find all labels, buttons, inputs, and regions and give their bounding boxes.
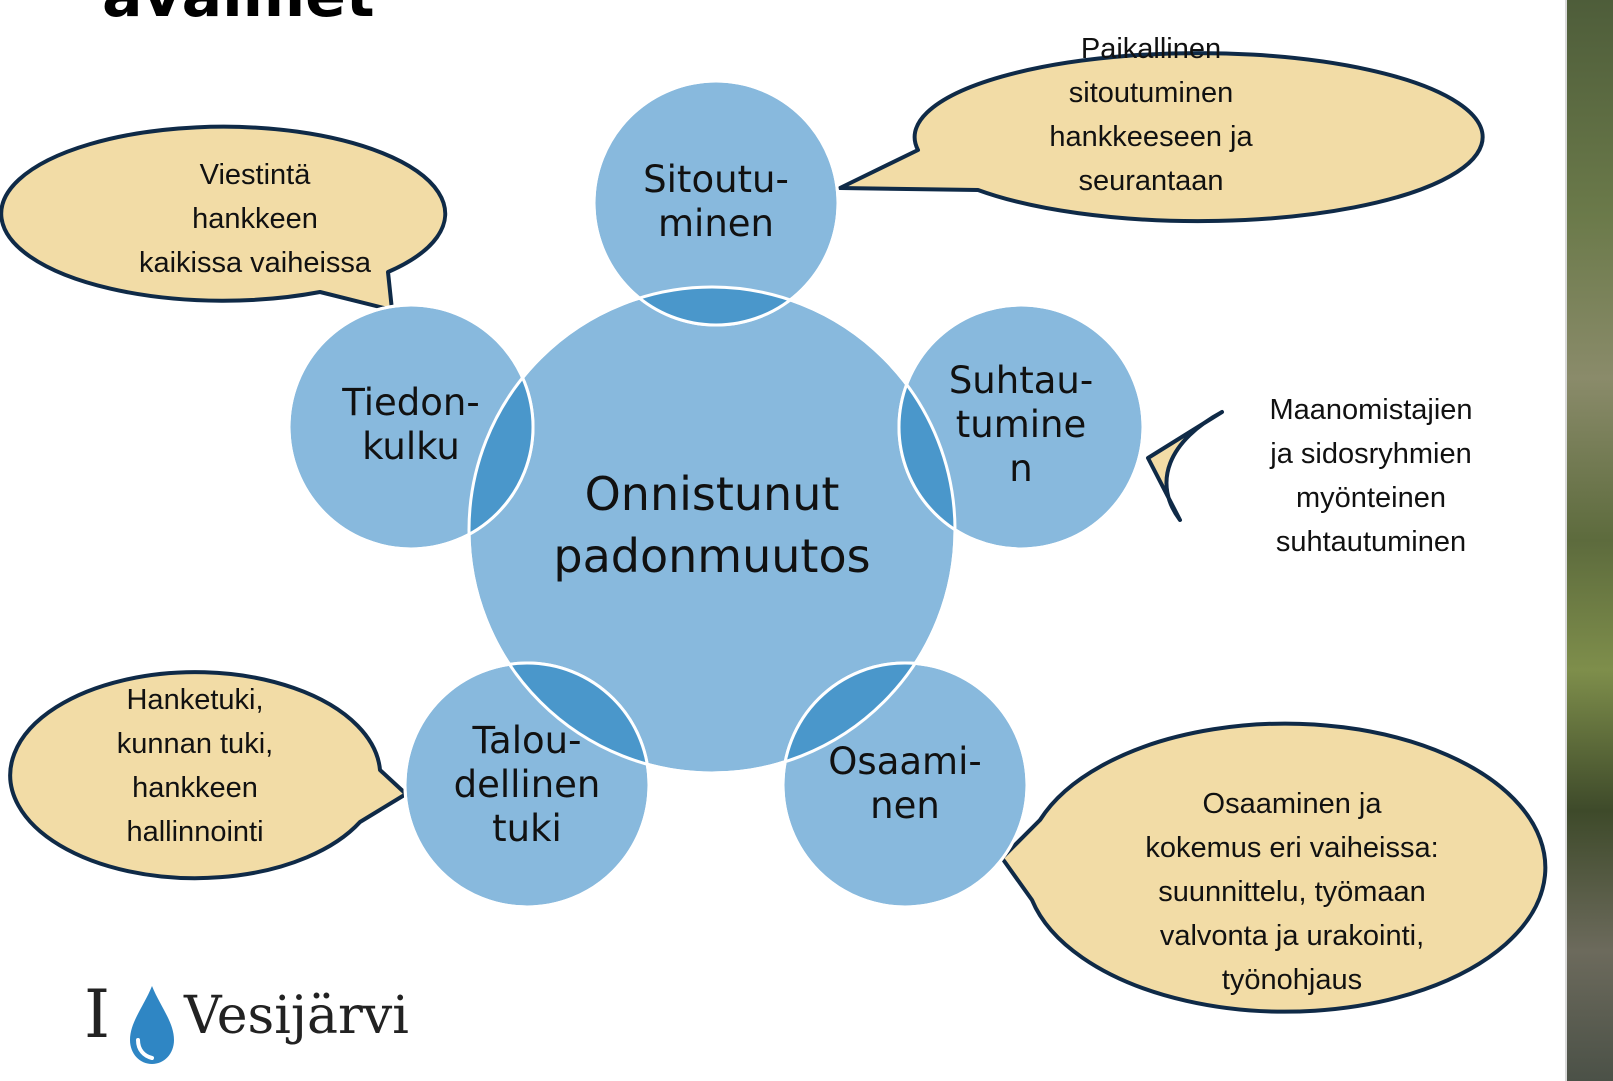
satellite-label-sitoutuminen: Sitoutu- minen bbox=[643, 158, 789, 245]
diagram-circles bbox=[287, 79, 1145, 909]
outline-osaaminen bbox=[781, 661, 1029, 909]
callout-bubble-suhtautuminen bbox=[1146, 410, 1224, 522]
callout-text-tiedonkulku: Viestintä hankkeen kaikissa vaiheissa bbox=[138, 159, 372, 279]
outline-sitoutuminen bbox=[592, 79, 840, 327]
logo-wordmark: Vesijärvi bbox=[184, 986, 409, 1046]
logo-prefix: I bbox=[84, 976, 111, 1053]
vesijarvi-logo: I Vesijärvi bbox=[84, 982, 424, 1072]
satellite-label-taloudellinen-tuki: Talou- dellinen tuki bbox=[453, 719, 601, 850]
callout-bubble-sitoutuminen bbox=[838, 51, 1485, 224]
satellite-label-suhtautuminen: Suhtau- tumine n bbox=[948, 359, 1094, 490]
callout-text-sitoutuminen: Paikallinen sitoutuminen hankkeeseen ja … bbox=[1049, 33, 1253, 197]
circle-outlines bbox=[287, 79, 1145, 909]
satellite-label-tiedonkulku: Tiedon- kulku bbox=[342, 381, 480, 468]
outline-taloudellinen-tuki bbox=[403, 661, 651, 909]
overlap-taloudellinen-tuki bbox=[469, 663, 649, 773]
callout-bubble-tiedonkulku bbox=[0, 124, 448, 312]
callout-text-osaaminen: Osaaminen ja kokemus eri vaiheissa: suun… bbox=[1145, 788, 1439, 996]
callout-bubble-osaaminen bbox=[1000, 721, 1548, 1014]
satellite-label-osaaminen: Osaami- nen bbox=[828, 740, 982, 827]
callout-bubble-taloudellinen-tuki bbox=[8, 670, 408, 881]
slide-title: avaimet bbox=[102, 0, 375, 26]
callout-text-taloudellinen-tuki: Hanketuki, kunnan tuki, hankkeen hallinn… bbox=[116, 684, 274, 848]
photo-divider bbox=[1565, 0, 1568, 1081]
overlap-osaaminen bbox=[783, 663, 955, 773]
background-photo-strip bbox=[1567, 0, 1613, 1081]
callout-text-suhtautuminen: Maanomistajien ja sidosryhmien myönteine… bbox=[1269, 394, 1473, 558]
outline-suhtautuminen bbox=[897, 303, 1145, 551]
outline-tiedonkulku bbox=[287, 303, 535, 551]
center-label: Onnistunut padonmuutos bbox=[553, 467, 871, 583]
water-drop-icon bbox=[130, 986, 174, 1064]
callout-bubbles bbox=[0, 51, 1548, 1014]
